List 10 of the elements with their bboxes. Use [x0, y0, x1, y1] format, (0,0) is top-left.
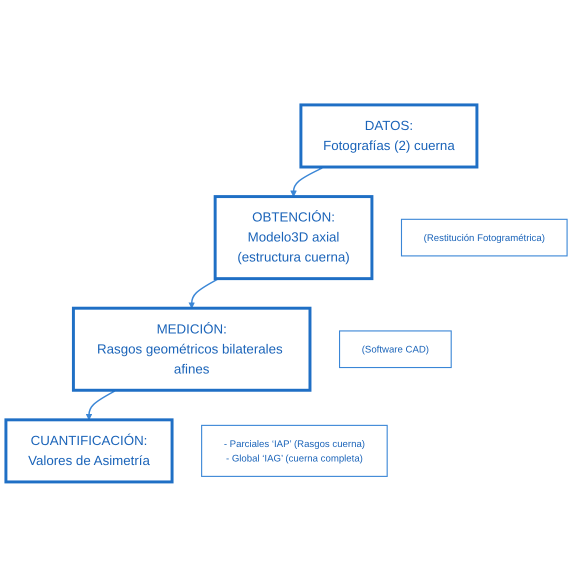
node-box — [400, 218, 568, 256]
node-box — [201, 424, 388, 477]
arrow — [86, 389, 117, 420]
node-box — [4, 418, 174, 483]
node-box — [339, 330, 452, 368]
node-box — [72, 306, 312, 392]
node-box — [299, 103, 478, 168]
node-box — [214, 194, 374, 280]
arrow — [188, 278, 220, 308]
arrow — [290, 166, 325, 196]
